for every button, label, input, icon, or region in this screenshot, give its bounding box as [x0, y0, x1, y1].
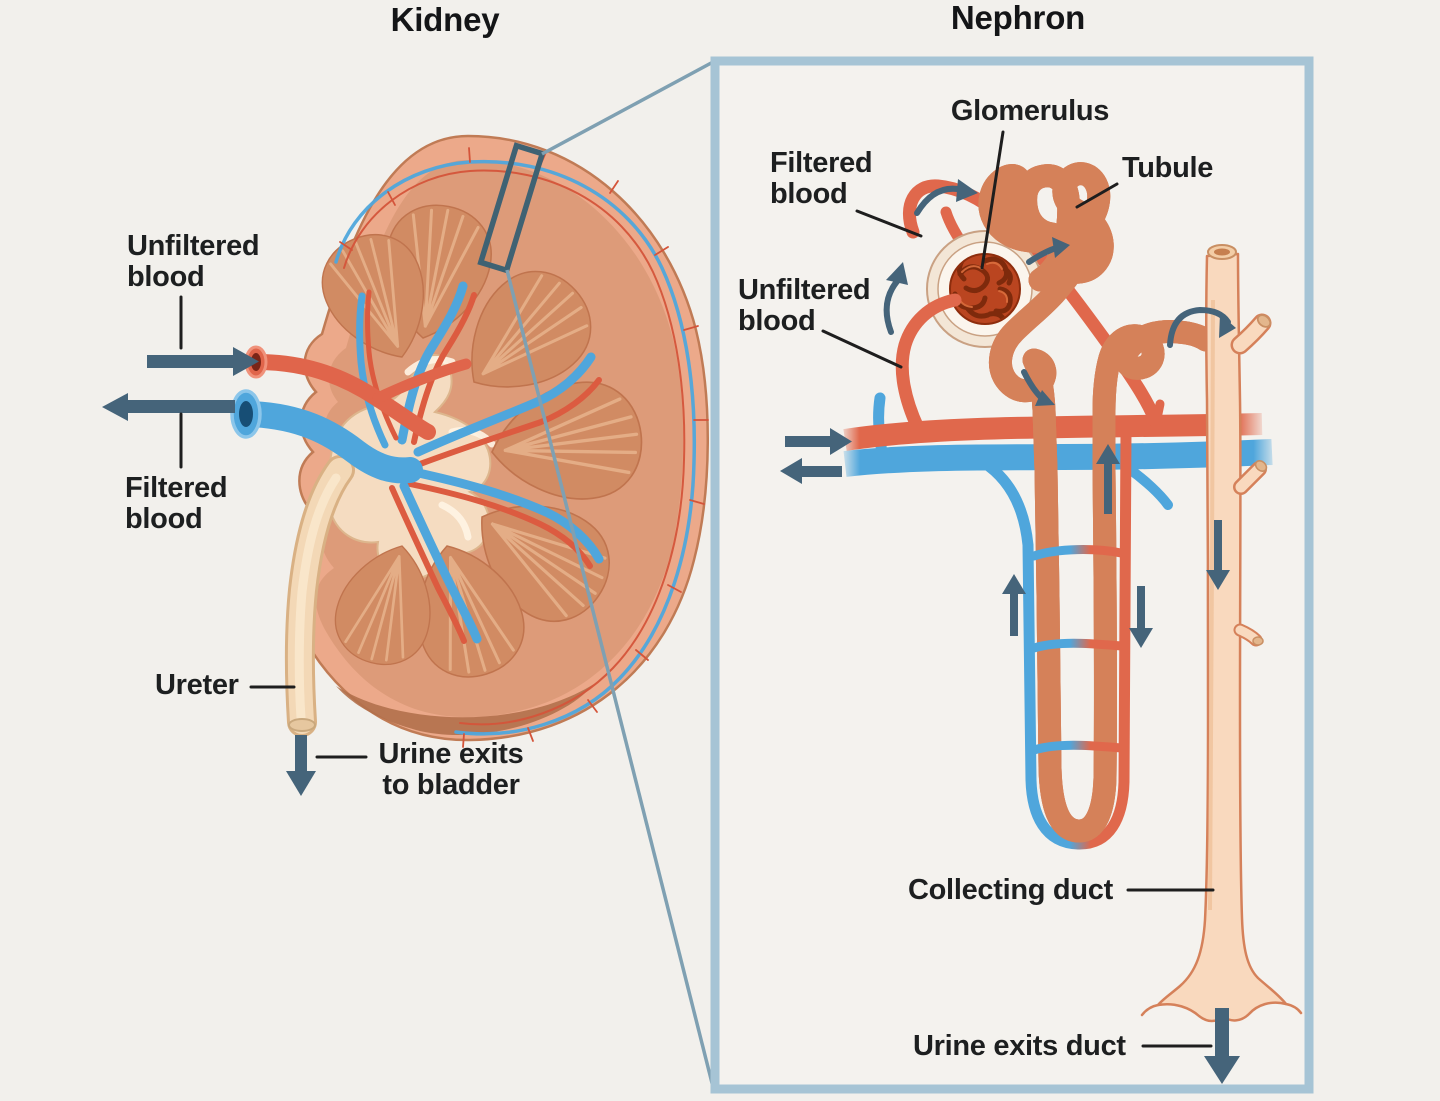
nephron-illustration	[710, 56, 1314, 1094]
label-unfiltered-blood-kidney: Unfiltered blood	[127, 230, 260, 293]
label-unfiltered-blood-nephron: Unfiltered blood	[738, 274, 871, 337]
zoom-rectangle	[477, 142, 546, 274]
afferent-arteriole	[895, 293, 962, 435]
artery-band	[843, 413, 1263, 451]
label-ureter: Ureter	[155, 669, 239, 701]
kidney-flow-arrows	[102, 347, 316, 796]
label-collecting-duct: Collecting duct	[908, 874, 1113, 906]
vasa-recta-loop	[977, 426, 1132, 850]
kidney-title: Kidney	[390, 1, 500, 38]
vasa-recta-rungs	[1029, 545, 1127, 755]
label-urine-exits-duct: Urine exits duct	[913, 1030, 1126, 1062]
label-tubule: Tubule	[1122, 152, 1214, 184]
nephron-title: Nephron	[950, 0, 1086, 36]
nephron-pointer-lines	[821, 130, 1215, 1048]
renal-artery	[244, 345, 472, 440]
glomerulus-ball	[949, 253, 1021, 325]
label-filtered-blood-kidney: Filtered blood	[125, 472, 228, 535]
kidney-pointer-lines	[179, 295, 368, 759]
renal-vein	[230, 389, 423, 484]
label-filtered-blood-nephron: Filtered blood	[770, 147, 873, 210]
vein-band	[843, 439, 1273, 477]
nephron-box-border	[710, 56, 1314, 1094]
label-urine-exits-bladder: Urine exits to bladder	[378, 738, 524, 801]
label-glomerulus: Glomerulus	[950, 95, 1110, 127]
vein-stub-down	[1123, 463, 1173, 510]
magnifier-connector-lines	[505, 60, 715, 1088]
interlobar-vessels	[356, 281, 604, 644]
kidney-bottom-shadow	[336, 684, 594, 736]
ureter-tube	[284, 455, 355, 737]
kidney-illustration	[230, 134, 709, 748]
nephron-flow-arrows	[780, 179, 1240, 1084]
